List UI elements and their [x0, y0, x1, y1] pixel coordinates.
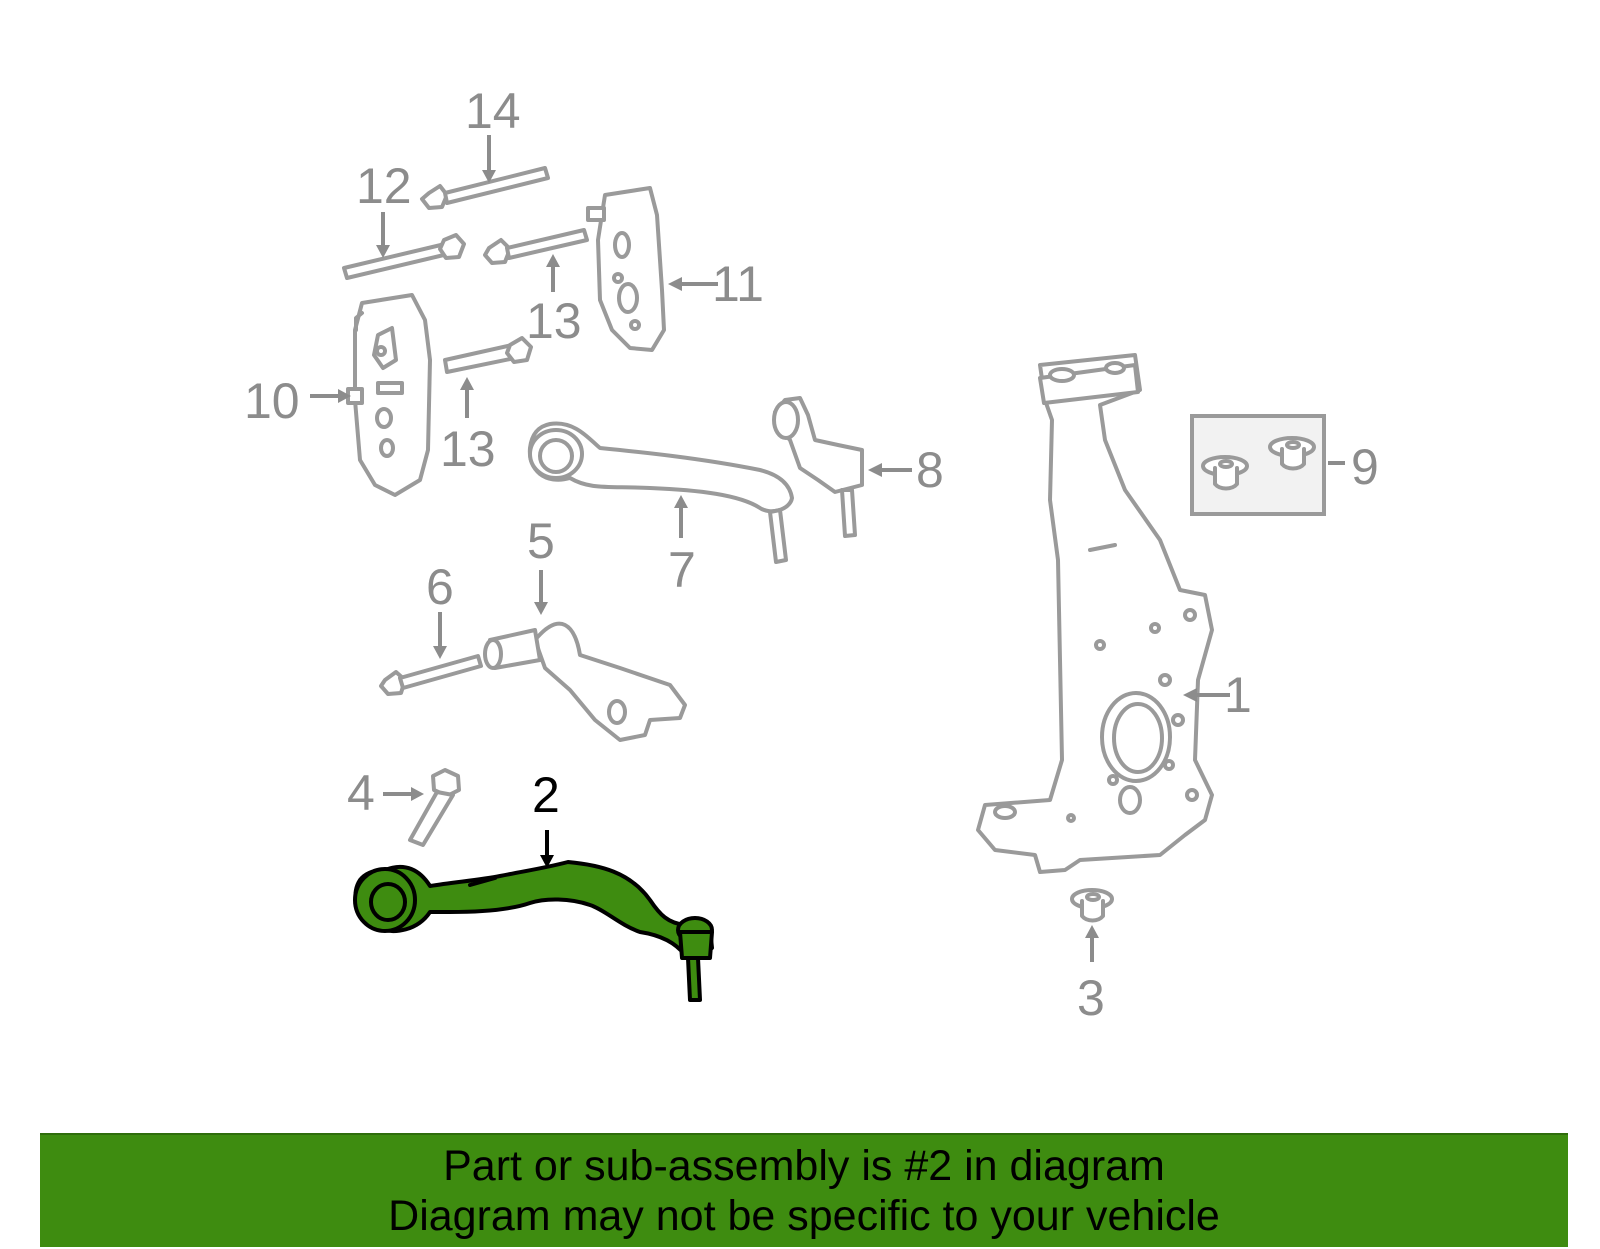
- part-3-nut[interactable]: [1070, 888, 1114, 923]
- banner-line-1: Part or sub-assembly is #2 in diagram: [443, 1142, 1165, 1190]
- callout-3: 3: [1077, 970, 1105, 1026]
- part-7-control-arm[interactable]: [527, 421, 794, 564]
- callout-13-lower: 13: [440, 421, 496, 477]
- banner-line-2: Diagram may not be specific to your vehi…: [388, 1192, 1220, 1240]
- part-13-lower-bolt[interactable]: [443, 336, 533, 374]
- info-banner: Part or sub-assembly is #2 in diagram Di…: [40, 1133, 1568, 1247]
- part-9-nut-kit[interactable]: [1190, 414, 1326, 516]
- callout-11: 11: [712, 256, 764, 312]
- callout-arrow-7: [674, 495, 688, 538]
- callout-5: 5: [527, 513, 555, 569]
- callout-9: 9: [1351, 439, 1379, 495]
- callout-arrow-10: [310, 389, 351, 403]
- callout-6: 6: [426, 559, 454, 615]
- part-11-bracket[interactable]: [586, 186, 666, 352]
- callout-arrow-12: [376, 212, 390, 258]
- part-2-lower-control-arm[interactable]: [353, 860, 714, 1002]
- callout-4: 4: [347, 765, 375, 821]
- callout-8: 8: [916, 442, 944, 498]
- callout-12: 12: [356, 158, 412, 214]
- callout-13-upper: 13: [526, 293, 582, 349]
- part-8-ball-joint[interactable]: [772, 396, 864, 538]
- callout-arrow-13-upper: [546, 254, 560, 292]
- callout-1: 1: [1224, 667, 1252, 723]
- callout-10: 10: [244, 373, 300, 429]
- callout-arrow-3: [1085, 925, 1099, 962]
- part-1-steering-knuckle[interactable]: [976, 353, 1214, 874]
- callout-7: 7: [668, 542, 696, 598]
- part-12-bolt[interactable]: [342, 233, 466, 280]
- callout-2: 2: [532, 767, 560, 823]
- callout-arrow-6: [433, 612, 447, 659]
- callout-arrow-11: [668, 277, 718, 291]
- callout-arrow-4: [383, 787, 424, 801]
- callout-arrow-13-lower: [460, 377, 474, 418]
- part-6-bolt[interactable]: [379, 654, 483, 696]
- callout-arrow-1: [1183, 688, 1230, 702]
- part-13-upper-bolt[interactable]: [483, 228, 589, 265]
- part-4-bolt[interactable]: [408, 768, 461, 847]
- callout-14: 14: [465, 83, 521, 139]
- part-10-bracket[interactable]: [346, 293, 432, 497]
- callout-arrow-5: [534, 570, 548, 615]
- part-5-bushing-bracket[interactable]: [483, 621, 687, 742]
- part-14-bolt[interactable]: [420, 166, 550, 210]
- callout-arrow-8: [868, 463, 912, 477]
- callout-arrow-14: [482, 135, 496, 183]
- callout-arrow-2: [540, 830, 554, 868]
